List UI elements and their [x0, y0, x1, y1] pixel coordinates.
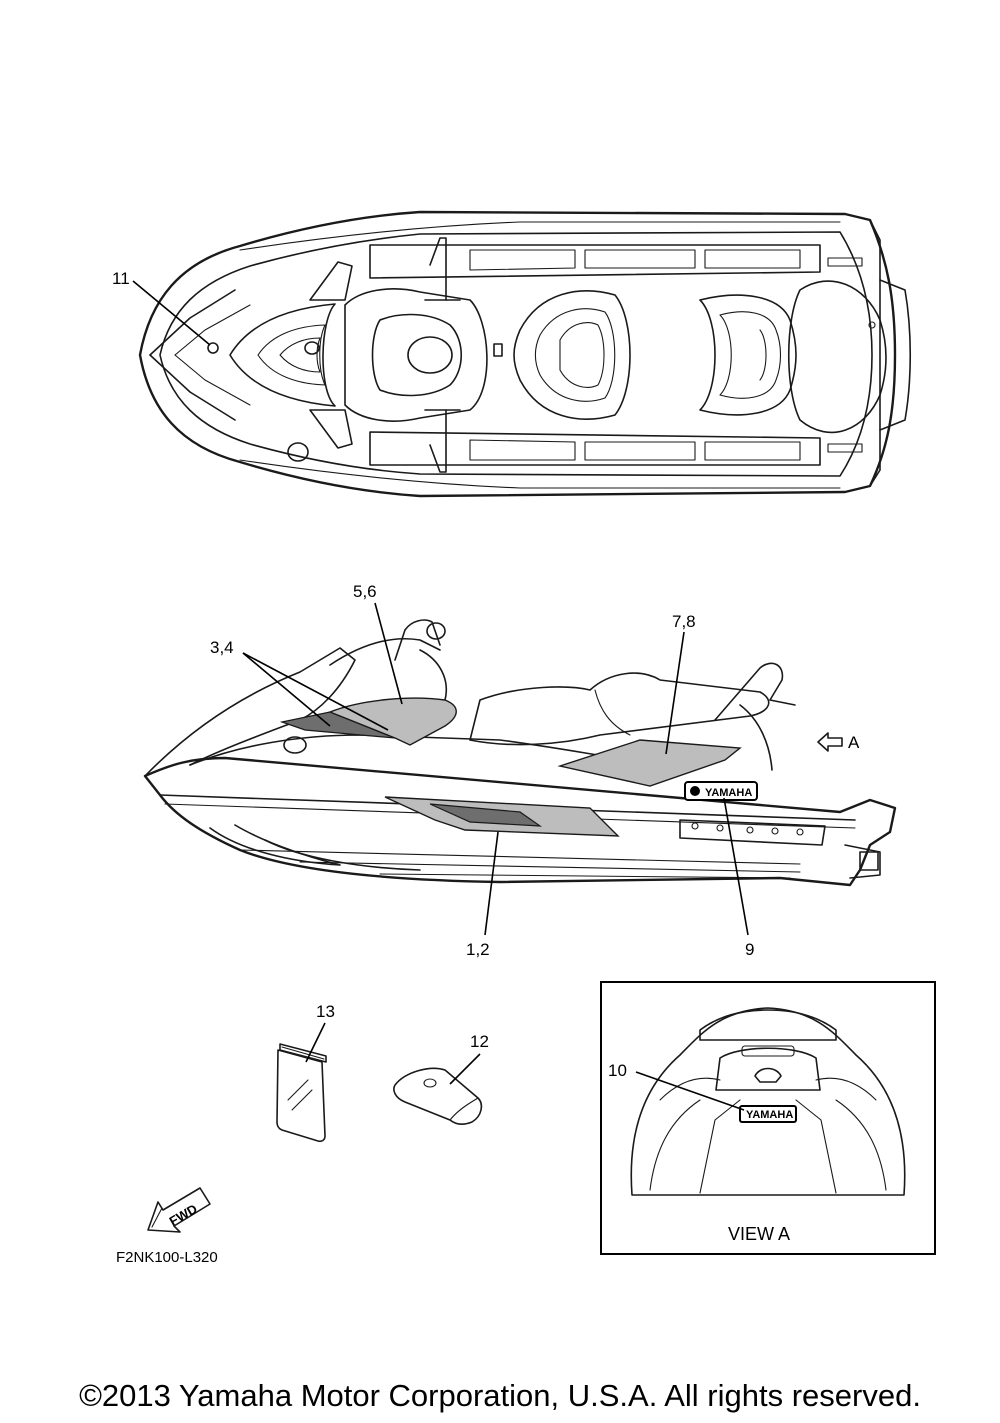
side-view-watercraft: YAMAHA A [143, 619, 897, 887]
cap-12 [393, 1067, 483, 1125]
view-a-panel: YAMAHA VIEW A [600, 981, 936, 1255]
callout-10: 10 [608, 1061, 627, 1080]
decal-5-6 [328, 697, 457, 746]
top-view-watercraft [138, 210, 912, 498]
manual-pouch-13 [276, 1043, 327, 1143]
copyright-notice: ©2013 Yamaha Motor Corporation, U.S.A. A… [79, 1378, 921, 1413]
callout-5-6: 5,6 [353, 582, 377, 601]
callout-12: 12 [470, 1032, 489, 1051]
logo-decal-9 [684, 781, 758, 801]
logo-decal-9-text: YAMAHA [705, 787, 752, 799]
vent-cap-11 [207, 342, 219, 354]
view-a-arrow-icon [817, 732, 843, 752]
callout-3-4: 3,4 [210, 638, 234, 657]
callouts: 11 5,6 3,4 7,8 1,2 9 13 12 10 [112, 269, 754, 1111]
callout-7-8: 7,8 [672, 612, 696, 631]
callout-1-2: 1,2 [466, 940, 490, 959]
view-a-label: VIEW A [728, 1224, 790, 1244]
logo-decal-10 [739, 1105, 797, 1123]
callout-9: 9 [745, 940, 754, 959]
logo-decal-10-text: YAMAHA [746, 1109, 793, 1121]
drawing-code: F2NK100-L320 [116, 1249, 218, 1266]
view-a-arrow-label: A [848, 733, 860, 752]
callout-13: 13 [316, 1002, 335, 1021]
decal-7-8 [557, 739, 742, 787]
fwd-arrow-icon: FWD [147, 1187, 211, 1233]
callout-11: 11 [112, 269, 130, 288]
